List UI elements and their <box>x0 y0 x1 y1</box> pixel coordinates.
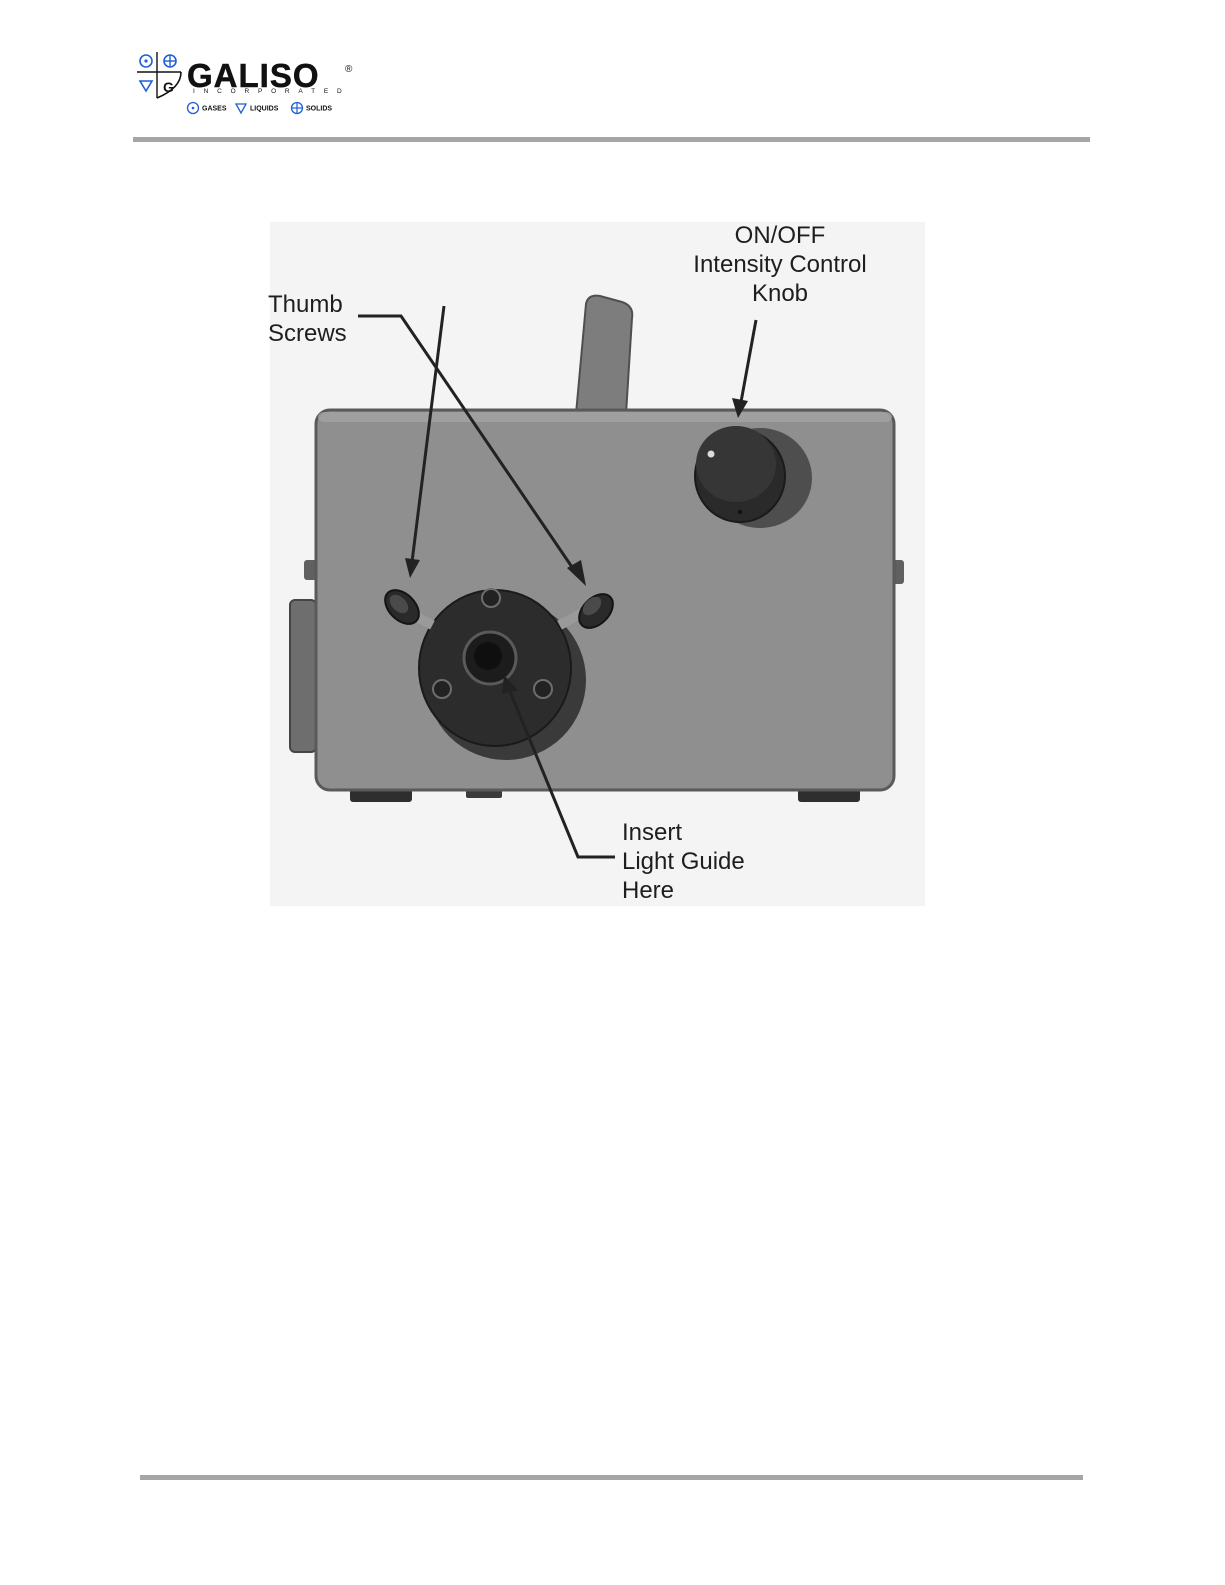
light-source-drawing <box>270 222 925 906</box>
galiso-logo-graphic: G GALISO ® INCORPORATED GASES LIQUIDS SO… <box>137 52 367 120</box>
knob-indicator-dot <box>708 451 715 458</box>
flange-screw-left <box>433 680 451 698</box>
tagline-gases: GASES <box>202 106 227 113</box>
side-plate <box>290 600 316 752</box>
galiso-logo: G GALISO ® INCORPORATED GASES LIQUIDS SO… <box>137 52 367 120</box>
tagline-liquids: LIQUIDS <box>250 106 279 113</box>
logo-registered-mark: ® <box>345 64 353 75</box>
thumb-screws-callout-label: Thumb Screws <box>268 290 347 348</box>
liquids-icon <box>236 104 246 113</box>
carry-handle <box>576 296 632 414</box>
header-divider <box>133 137 1090 142</box>
knob-cap <box>696 426 776 502</box>
svg-text:G: G <box>163 79 174 95</box>
flange-screw-right <box>534 680 552 698</box>
tagline-solids: SOLIDS <box>306 106 332 113</box>
light-source-illustration <box>270 222 925 906</box>
logo-subtitle: INCORPORATED <box>193 88 350 95</box>
light-guide-callout-label: Insert Light Guide Here <box>622 818 745 905</box>
flange-screw-top <box>482 589 500 607</box>
footer-divider <box>140 1475 1083 1480</box>
knob-callout-label: ON/OFF Intensity Control Knob <box>680 221 880 308</box>
